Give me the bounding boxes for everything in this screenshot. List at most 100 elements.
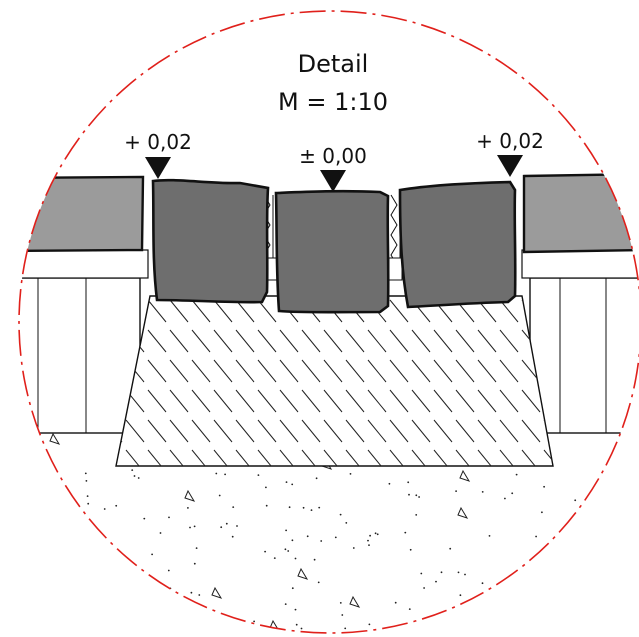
hatch-stroke bbox=[499, 419, 519, 443]
gravel-dot bbox=[167, 569, 170, 572]
concrete-foundation bbox=[115, 295, 554, 467]
hatch-stroke bbox=[521, 419, 541, 443]
gravel-dot bbox=[367, 539, 369, 542]
gravel-dot bbox=[457, 571, 460, 574]
gravel-dot bbox=[415, 494, 418, 497]
gravel-dot bbox=[334, 536, 337, 539]
hatch-stroke bbox=[235, 419, 255, 443]
gravel-stone bbox=[614, 448, 626, 461]
hatch-stroke bbox=[301, 449, 321, 466]
hatch-stroke bbox=[257, 329, 277, 353]
gravel-dot bbox=[253, 620, 256, 623]
hatch-stroke bbox=[499, 329, 519, 353]
gravel-dot bbox=[576, 551, 579, 554]
gravel-dot bbox=[187, 507, 189, 509]
gravel-dot bbox=[315, 477, 318, 480]
gravel-dot bbox=[440, 571, 443, 574]
gravel-dot bbox=[546, 577, 549, 580]
gravel-dot bbox=[218, 494, 221, 497]
gravel-dot bbox=[408, 608, 411, 610]
gravel-dot bbox=[285, 481, 288, 483]
hatch-stroke bbox=[235, 359, 255, 383]
gravel-dot bbox=[131, 469, 134, 471]
hatch-stroke bbox=[433, 389, 453, 413]
gravel-dot bbox=[306, 535, 309, 538]
hatch-stroke bbox=[367, 389, 387, 413]
hatch-stroke bbox=[257, 419, 277, 443]
hatch-stroke bbox=[477, 419, 497, 443]
hatch-stroke bbox=[279, 449, 299, 466]
level-label-left: + 0,02 bbox=[124, 130, 192, 154]
hatch-stroke bbox=[147, 419, 167, 443]
hatch-stroke bbox=[213, 299, 233, 323]
hatch-stroke bbox=[345, 359, 365, 383]
detail-scale: M = 1:10 bbox=[278, 88, 388, 116]
detail-circle bbox=[18, 10, 639, 634]
hatch-stroke bbox=[433, 329, 453, 353]
hatch-stroke bbox=[169, 359, 189, 383]
hatch-stroke bbox=[125, 449, 145, 466]
gravel-dot bbox=[284, 548, 287, 551]
hatch-stroke bbox=[323, 359, 343, 383]
gravel-dot bbox=[75, 526, 77, 528]
hatch-stroke bbox=[477, 389, 497, 413]
gravel-dot bbox=[143, 517, 146, 520]
hatch-stroke bbox=[455, 329, 475, 353]
paving-stone-center bbox=[274, 189, 390, 314]
gravel-dot bbox=[265, 504, 268, 507]
gravel-dot bbox=[376, 533, 379, 536]
gravel-stone bbox=[49, 432, 61, 445]
level-marker-center bbox=[320, 170, 346, 192]
hatch-stroke bbox=[345, 329, 365, 353]
hatch-stroke bbox=[147, 359, 167, 383]
hatch-stroke bbox=[389, 329, 409, 353]
hatch-stroke bbox=[367, 329, 387, 353]
hatch-stroke bbox=[345, 419, 365, 443]
hatch-stroke bbox=[389, 449, 409, 466]
gravel-stone bbox=[184, 489, 196, 502]
hatch-stroke bbox=[433, 359, 453, 383]
gravel-dot bbox=[464, 573, 466, 576]
gravel-dot bbox=[394, 601, 397, 604]
gravel-dot bbox=[110, 585, 113, 588]
hatch-stroke bbox=[213, 389, 233, 413]
hatch-stroke bbox=[411, 329, 431, 353]
gravel-dot bbox=[167, 602, 170, 604]
gravel-dot bbox=[106, 612, 109, 615]
gravel-dot bbox=[288, 506, 291, 509]
level-marker-left bbox=[145, 157, 171, 179]
hatch-stroke bbox=[301, 419, 321, 443]
gravel-dot bbox=[264, 550, 266, 553]
gravel-dot bbox=[294, 608, 297, 611]
hatch-stroke bbox=[499, 299, 519, 323]
gravel-dot bbox=[317, 581, 320, 584]
gravel-dot bbox=[415, 514, 418, 516]
gravel-stone bbox=[596, 479, 608, 492]
gravel-dot bbox=[310, 509, 313, 511]
gravel-dot bbox=[515, 473, 518, 476]
gravel-dot bbox=[539, 560, 542, 562]
hatch-stroke bbox=[147, 299, 167, 323]
hatch-stroke bbox=[433, 419, 453, 443]
hatch-stroke bbox=[411, 389, 431, 413]
gravel-dot bbox=[87, 502, 90, 505]
gravel-dot bbox=[73, 587, 75, 590]
hatch-stroke bbox=[345, 389, 365, 413]
gravel-dot bbox=[172, 610, 175, 613]
gravel-dot bbox=[368, 623, 371, 626]
gravel-dot bbox=[408, 493, 410, 496]
hatch-stroke bbox=[301, 359, 321, 383]
gravel-dot bbox=[339, 513, 342, 516]
gravel-dot bbox=[302, 506, 305, 509]
gravel-dot bbox=[423, 587, 425, 589]
hatch-stroke bbox=[213, 329, 233, 353]
hatch-stroke bbox=[235, 389, 255, 413]
hatch-stroke bbox=[213, 359, 233, 383]
gravel-dot bbox=[106, 540, 109, 542]
gravel-dot bbox=[55, 565, 58, 567]
hatch-stroke bbox=[191, 299, 211, 323]
hatch-stroke bbox=[169, 449, 189, 466]
paving-stone-right bbox=[398, 180, 517, 309]
gravel-dot bbox=[195, 547, 198, 549]
gravel-dot bbox=[459, 594, 462, 597]
